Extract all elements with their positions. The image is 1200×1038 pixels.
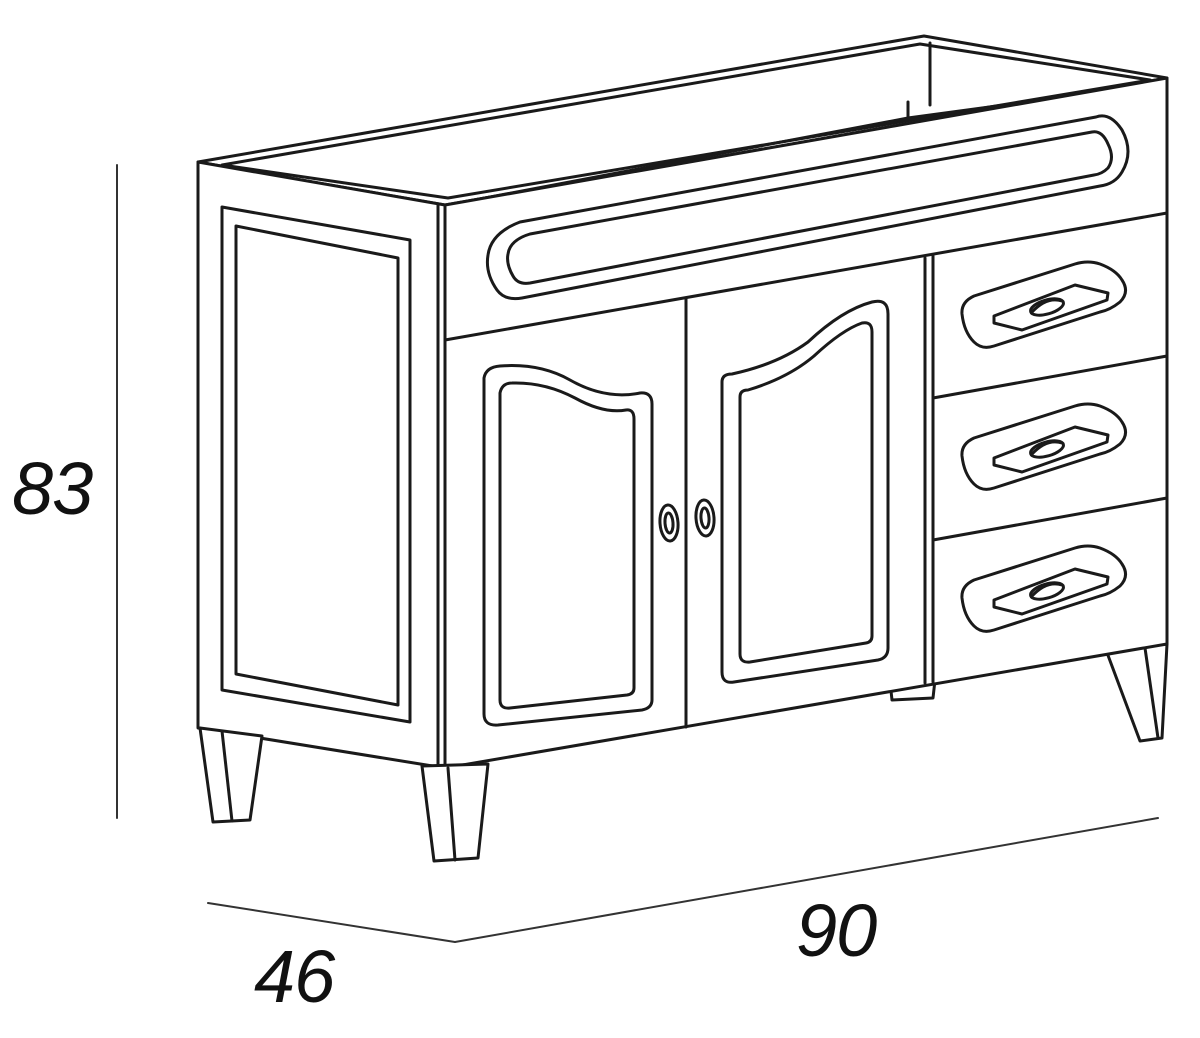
top-rail-molding-inner [506, 130, 1113, 285]
depth-dimension-line [207, 902, 456, 943]
side-inset-inner [234, 224, 400, 707]
left-door-molding-inner [498, 381, 636, 710]
right-door [694, 299, 890, 684]
height-dimension-label: 83 [12, 447, 93, 530]
drawer-1 [960, 260, 1127, 349]
drawer-2 [960, 402, 1127, 491]
side-panel [196, 160, 447, 770]
top-rail-panel [485, 114, 1130, 301]
dimension-lines [116, 164, 1159, 943]
width-dimension-line [454, 817, 1159, 943]
depth-dimension-label: 46 [254, 935, 335, 1018]
width-dimension-label: 90 [796, 889, 877, 972]
right-door-molding-inner [738, 321, 874, 664]
left-door [482, 364, 680, 727]
leg-front-left [198, 726, 264, 824]
front-legs [198, 726, 490, 863]
leg-back-right [1104, 642, 1169, 743]
drawer-3 [960, 544, 1127, 633]
leg-front-corner [420, 762, 490, 863]
